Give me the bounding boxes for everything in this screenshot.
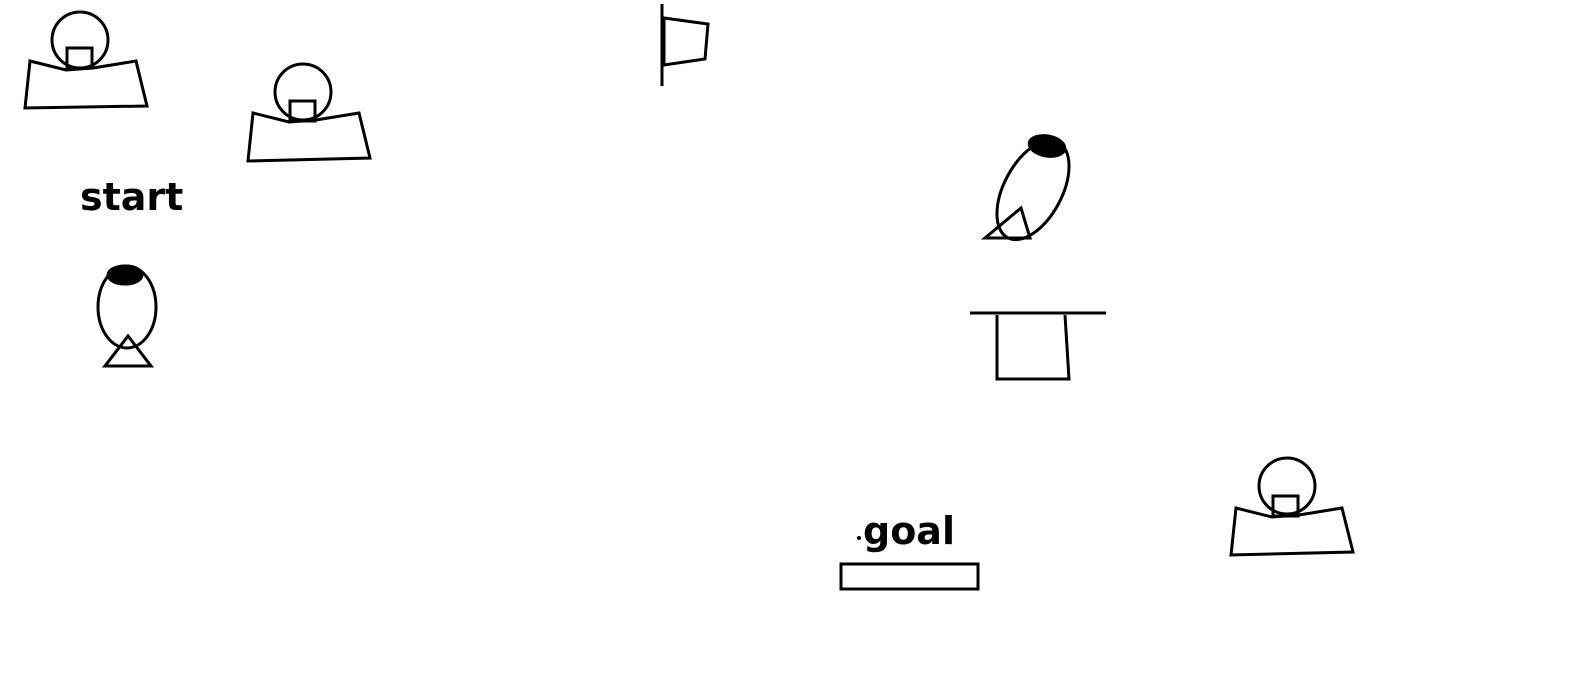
cannon-icon <box>96 264 158 368</box>
start-label: start <box>80 175 184 219</box>
person-at-desk-icon <box>246 62 372 163</box>
person-at-desk-icon <box>1229 456 1355 557</box>
goal-label: goal <box>863 509 955 553</box>
cannon-icon <box>980 134 1071 242</box>
flag-icon <box>660 4 710 86</box>
person-at-desk-icon <box>23 10 149 110</box>
goal-platform-icon <box>839 562 980 591</box>
table-icon <box>970 311 1106 381</box>
goal-dot <box>857 536 861 540</box>
